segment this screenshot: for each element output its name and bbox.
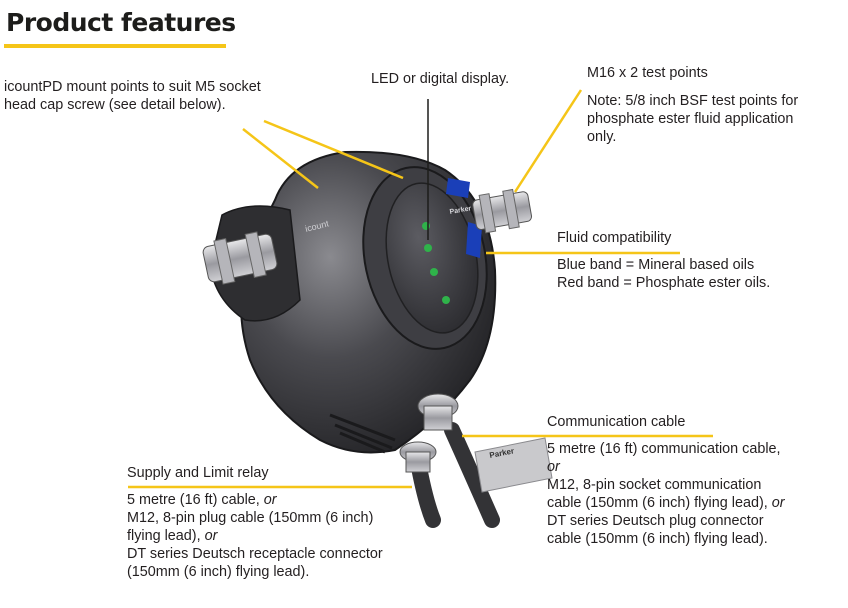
fluid-line2: Red band = Phosphate ester oils.	[557, 275, 771, 291]
supply-line2: M12, 8-pin plug cable (150mm (6 inch)	[127, 510, 374, 526]
supply-heading: Supply and Limit relay	[127, 465, 269, 481]
led-icon	[442, 296, 450, 304]
test-points-note3: only.	[587, 129, 617, 145]
title-underline	[4, 44, 226, 48]
display-heading: LED or digital display.	[371, 71, 510, 87]
fluid-line1: Blue band = Mineral based oils	[557, 257, 755, 273]
test-points-heading: M16 x 2 test points	[587, 65, 708, 81]
test-point-connector-icon	[472, 188, 533, 234]
supply-line3: flying lead),	[127, 528, 201, 544]
callout-comm-cable: Communication cable 5 metre (16 ft) comm…	[547, 413, 785, 548]
leader-mount-1	[242, 128, 319, 189]
underside-ribs	[329, 413, 396, 454]
supply-line5: (150mm (6 inch) flying lead).	[127, 564, 310, 580]
supply-line4: DT series Deutsch receptacle connector	[127, 546, 383, 562]
mount-points-line2: head cap screw (see detail below).	[4, 97, 226, 113]
comm-or2: or	[771, 495, 785, 511]
supply-or2: or	[204, 528, 218, 544]
face-logo: Parker	[449, 205, 472, 216]
cable-gland-icon	[417, 393, 459, 431]
leader-mount-2	[263, 119, 404, 180]
mount-points-line1: icountPD mount points to suit M5 socket	[4, 79, 261, 95]
callout-test-points: M16 x 2 test points Note: 5/8 inch BSF t…	[587, 64, 798, 146]
callout-display: LED or digital display.	[371, 70, 509, 88]
comm-line5: cable (150mm (6 inch) flying lead).	[547, 531, 768, 547]
comm-line2: M12, 8-pin socket communication	[547, 477, 762, 493]
comm-cable	[444, 422, 500, 528]
callout-supply: Supply and Limit relay 5 metre (16 ft) c…	[127, 464, 383, 581]
comm-line4: DT series Deutsch plug connector	[547, 513, 764, 529]
blue-band-lower	[466, 222, 482, 258]
comm-heading: Communication cable	[547, 414, 686, 430]
comm-or1: or	[547, 459, 560, 475]
callout-mount-points: icountPD mount points to suit M5 socket …	[4, 78, 261, 114]
cable-gland-icon	[399, 441, 437, 473]
comm-line3: cable (150mm (6 inch) flying lead),	[547, 495, 768, 511]
supply-line1: 5 metre (16 ft) cable,	[127, 492, 260, 508]
page-title: Product features	[6, 8, 236, 37]
led-icon	[424, 244, 432, 252]
leader-test-points	[513, 89, 583, 193]
callout-fluid: Fluid compatibility Blue band = Mineral …	[557, 229, 770, 292]
fluid-heading: Fluid compatibility	[557, 230, 672, 246]
led-icon	[430, 268, 438, 276]
test-points-note1: Note: 5/8 inch BSF test points for	[587, 93, 799, 109]
name-plate	[474, 437, 553, 493]
comm-line1: 5 metre (16 ft) communication cable,	[547, 441, 781, 457]
blue-band	[446, 178, 470, 198]
supply-or1: or	[263, 492, 277, 508]
led-icon	[422, 222, 430, 230]
left-connector-icon	[202, 231, 278, 285]
test-points-note2: phosphate ester fluid application	[587, 111, 794, 127]
